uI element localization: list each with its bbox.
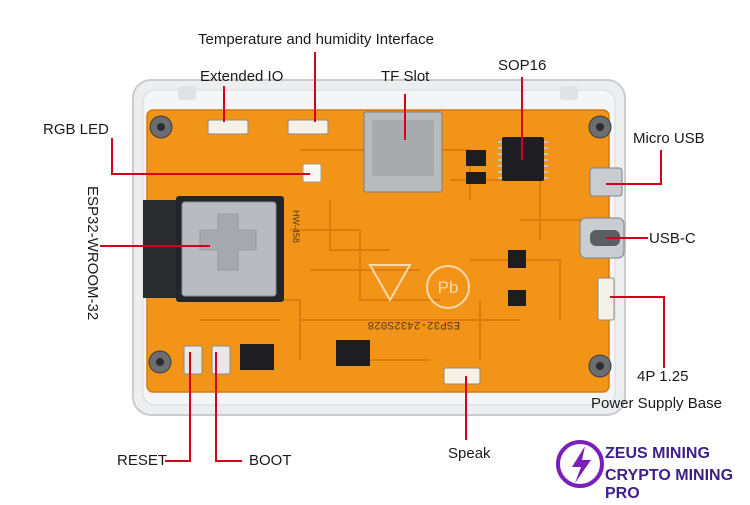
label-sop16: SOP16 [498,57,547,74]
label-boot: BOOT [249,452,292,469]
pb-logo-text: Pb [438,278,459,297]
label-temp-humidity: Temperature and humidity Interface [198,31,434,48]
speaker-connector [443,367,481,385]
label-speak: Speak [448,445,491,462]
callout-reset [165,352,191,462]
boot-button [211,345,231,375]
brand-name: ZEUS MINING [605,445,710,462]
callout-rgb-led [111,138,310,175]
esp32-shield-mark [199,213,257,271]
board-hw-mark: HW-458 [291,210,301,243]
sop16-pins [498,141,548,179]
label-esp32: ESP32-WROOM-32 [84,186,101,321]
small-ic [336,340,370,366]
pb-logo [426,265,470,309]
4p-connector [597,277,615,321]
label-rgb-led: RGB LED [43,121,109,138]
lightning-bolt-icon [572,446,591,483]
label-extended-io: Extended IO [200,68,284,85]
reset-button [183,345,203,375]
board-model-mark: ESP32-2432S028 [368,318,460,330]
label-usb-c: USB-C [649,230,696,247]
screws [148,115,612,378]
tf-slot-inner [372,120,434,176]
small-ic [508,250,526,268]
brand-tagline: CRYPTO MINING PRO [605,467,734,502]
temp-humidity-connector [287,119,329,135]
small-ic [240,344,274,370]
label-micro-usb: Micro USB [633,130,705,147]
case-tab [560,86,578,100]
small-ic [466,150,486,166]
label-power-base: Power Supply Base [591,395,722,412]
micro-usb-port [589,167,623,197]
callout-lines [100,52,665,462]
callout-4p [610,296,665,368]
callout-boot [215,352,242,462]
label-tf-slot: TF Slot [381,68,430,85]
extended-io-connector [207,119,249,135]
small-ic [508,290,526,306]
callout-micro-usb [606,150,662,185]
warning-triangle [368,264,412,303]
label-4p: 4P 1.25 [637,368,689,385]
label-reset: RESET [117,452,168,469]
case-tab [178,86,196,100]
usb-c-port-inner [590,230,620,246]
brand-ring-icon [556,440,604,488]
small-ic [466,172,486,184]
